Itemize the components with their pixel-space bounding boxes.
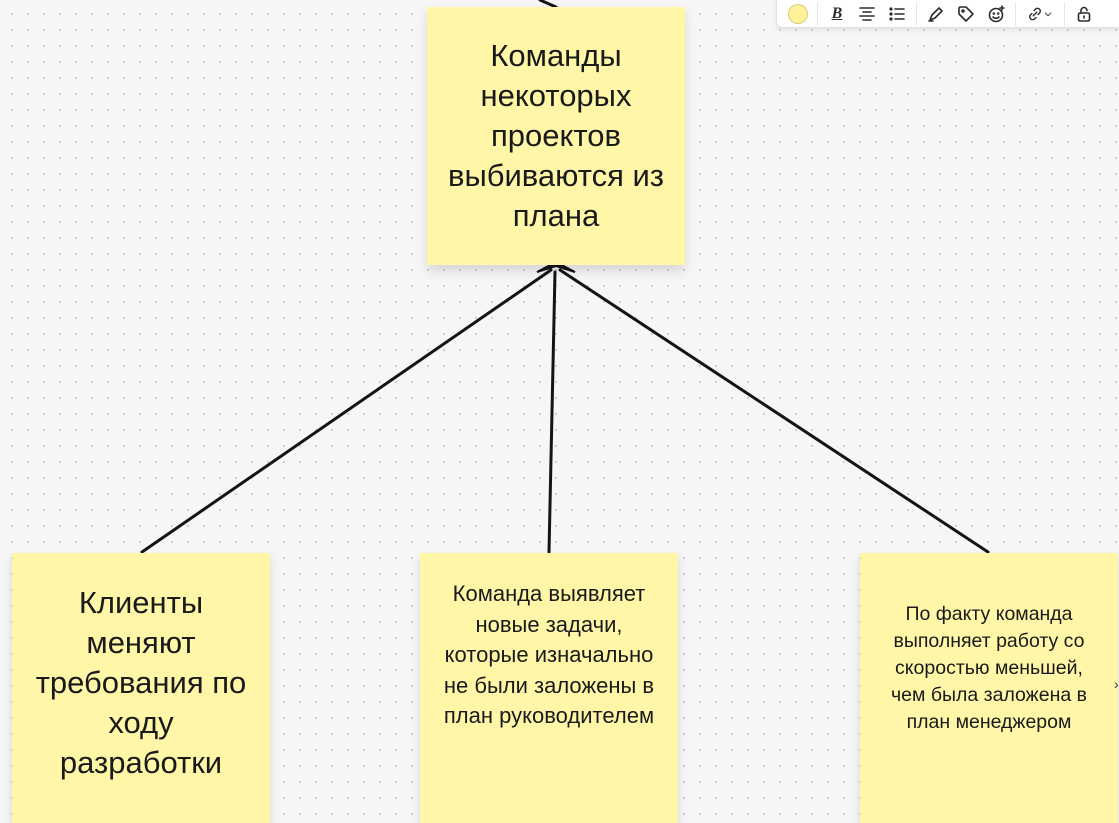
toolbar-divider	[1015, 2, 1016, 26]
color-picker-button[interactable]	[783, 1, 813, 27]
chevron-down-icon	[1044, 12, 1052, 17]
link-button[interactable]	[1020, 1, 1060, 27]
connector-middle-to-top[interactable]	[547, 270, 557, 554]
emoji-add-icon	[988, 5, 1005, 23]
sticky-note-top[interactable]: Команды некоторых проектов выбиваются из…	[427, 7, 685, 265]
highlight-button[interactable]	[921, 1, 951, 27]
sticky-note-right[interactable]: По факту команда выполняет работу со ско…	[860, 553, 1118, 823]
sticky-note-text: По факту команда выполняет работу со ско…	[891, 603, 1087, 733]
tag-button[interactable]	[951, 1, 981, 27]
bold-icon: B	[831, 5, 843, 22]
align-button[interactable]	[852, 1, 882, 27]
connector-left-to-top[interactable]	[140, 268, 553, 554]
highlight-pen-icon	[928, 7, 943, 22]
connector-top-incoming[interactable]	[538, 0, 558, 9]
sticky-note-left[interactable]: Клиенты меняют требования по ходу разраб…	[12, 553, 270, 823]
align-center-icon	[859, 7, 875, 21]
context-toolbar: B	[776, 0, 1119, 28]
sticky-note-text: Команда выявляет новые задачи, которые и…	[443, 581, 655, 728]
toolbar-divider	[1064, 2, 1065, 26]
sticky-note-text: Клиенты меняют требования по ходу разраб…	[35, 585, 247, 780]
emoji-button[interactable]	[981, 1, 1011, 27]
list-button[interactable]	[882, 1, 912, 27]
toolbar-divider	[916, 2, 917, 26]
color-swatch-icon	[788, 4, 808, 24]
sticky-note-text: Команды некоторых проектов выбиваются из…	[447, 38, 665, 233]
bulleted-list-icon	[889, 7, 905, 21]
unlock-icon	[1077, 6, 1091, 22]
offscreen-handle-icon: ›	[1114, 676, 1119, 692]
tag-icon	[958, 6, 974, 22]
lock-button[interactable]	[1069, 1, 1099, 27]
bold-button[interactable]: B	[822, 1, 852, 27]
connector-right-to-top[interactable]	[558, 268, 990, 554]
sticky-note-middle[interactable]: Команда выявляет новые задачи, которые и…	[420, 553, 678, 823]
link-icon	[1029, 7, 1041, 21]
toolbar-divider	[817, 2, 818, 26]
